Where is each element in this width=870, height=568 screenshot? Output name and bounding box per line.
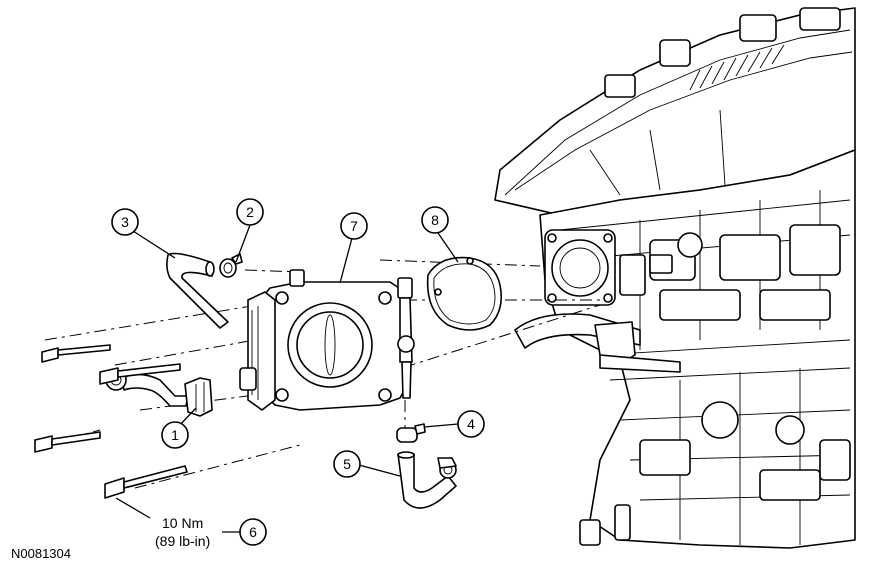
callout-6-circle [239, 518, 267, 546]
callout-4-circle [457, 410, 485, 438]
callout-2-circle [236, 198, 264, 226]
callout-8-number: 8 [431, 212, 439, 228]
callout-3-number: 3 [121, 214, 129, 230]
callout-1-number: 1 [171, 427, 179, 443]
part-8-gasket [426, 256, 503, 331]
callout-5-number: 5 [343, 456, 351, 472]
callout-4-number: 4 [467, 416, 475, 432]
torque-spec-metric: 10 Nm [162, 515, 203, 531]
engine-assembly [494, 7, 856, 549]
part-7-throttle-body [239, 269, 415, 411]
part-2-clamp [219, 253, 243, 278]
callout-2-number: 2 [246, 204, 254, 220]
callout-6-number: 6 [249, 524, 257, 540]
callout-1-circle [161, 421, 189, 449]
callouts: 1 2 3 4 5 6 7 8 [111, 198, 485, 546]
callout-7-circle [340, 212, 368, 240]
callout-3-circle [111, 208, 139, 236]
torque-spec-imperial: (89 lb-in) [155, 533, 210, 549]
callout-7-number: 7 [350, 218, 358, 234]
part-3-hose [166, 252, 229, 329]
callout-5-circle [333, 450, 361, 478]
part-5-hose [397, 451, 457, 509]
figure-id: N0081304 [11, 546, 71, 561]
part-4-clamp [396, 423, 426, 443]
callout-8-circle [421, 206, 449, 234]
bolts [34, 344, 188, 499]
